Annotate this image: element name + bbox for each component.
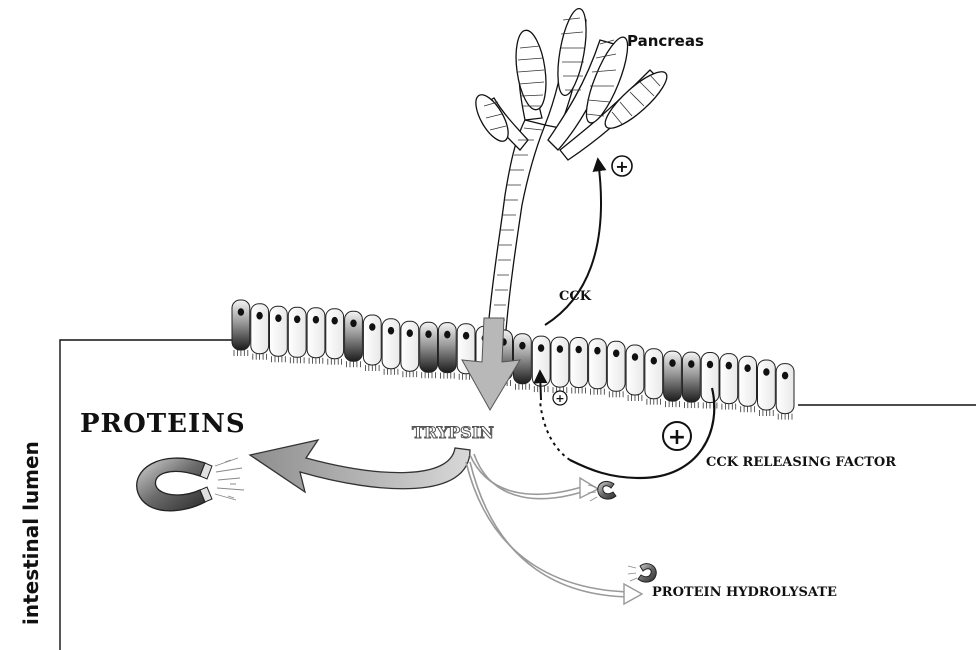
cell-nucleus	[294, 316, 300, 324]
enterocyte-cell	[551, 337, 569, 387]
protein-hydrolysate-label: PROTEIN HYDROLYSATE	[652, 585, 837, 600]
plus-circle-icon: +	[612, 156, 632, 176]
cell-nucleus	[594, 347, 600, 355]
enteroendocrine-cell	[232, 300, 250, 350]
releasing-factor-arrowhead-line	[540, 372, 541, 400]
plus-circle-small-icon: +	[553, 391, 567, 405]
hydrolysis-arrowhead-1	[580, 478, 598, 498]
enterocyte-cell	[401, 321, 419, 371]
epithelium-cells	[232, 300, 794, 414]
cell-nucleus	[332, 317, 338, 325]
cck-releasing-factor-label: CCK RELEASING FACTOR	[706, 455, 896, 470]
enterocyte-cell	[758, 360, 776, 410]
enteroendocrine-cell	[345, 311, 363, 361]
releasing-factor-dashed	[540, 400, 570, 460]
enterocyte-cell	[776, 364, 794, 414]
enteroendocrine-cell	[514, 334, 532, 384]
proteins-label: PROTEINS	[80, 409, 246, 439]
enterocyte-cell	[326, 309, 344, 359]
enterocyte-cell	[363, 315, 381, 365]
pancreas-illustration	[469, 7, 673, 330]
cell-nucleus	[632, 353, 638, 361]
cell-nucleus	[613, 350, 619, 358]
cell-nucleus	[726, 362, 732, 370]
trypsin-label: TRYPSIN	[412, 423, 494, 442]
trypsin-to-proteins-arrow	[250, 440, 470, 492]
cell-nucleus	[388, 327, 394, 335]
hydrolysis-arrowhead-2	[624, 584, 642, 604]
enterocyte-cell	[607, 341, 625, 391]
cell-nucleus	[707, 361, 713, 369]
enterocyte-cell	[739, 356, 757, 406]
enterocyte-cell	[288, 307, 306, 357]
enteroendocrine-cell	[664, 351, 682, 401]
intestinal-lumen-label: intestinal lumen	[19, 441, 43, 625]
enterocyte-cell	[645, 349, 663, 399]
cell-nucleus	[313, 316, 319, 324]
cell-nucleus	[407, 329, 413, 337]
plus-small-label: +	[555, 392, 564, 405]
cell-nucleus	[782, 372, 788, 380]
magnet-small-icon-2	[628, 564, 656, 582]
cell-nucleus	[350, 320, 356, 328]
cell-nucleus	[538, 344, 544, 352]
enteroendocrine-cell	[438, 323, 456, 373]
enterocyte-cell	[307, 308, 325, 358]
cell-nucleus	[688, 360, 694, 368]
enteroendocrine-cell	[682, 352, 700, 402]
plus-circle-large-icon: +	[663, 422, 691, 450]
cell-nucleus	[576, 346, 582, 354]
enterocyte-cell	[701, 353, 719, 403]
cell-nucleus	[763, 368, 769, 376]
hydrolysis-arrows	[466, 454, 630, 597]
enterocyte-cell	[270, 306, 288, 356]
cell-nucleus	[651, 357, 657, 365]
cell-nucleus	[425, 330, 431, 338]
enterocyte-cell	[720, 354, 738, 404]
enterocyte-cell	[251, 304, 269, 354]
cell-nucleus	[275, 314, 281, 322]
cell-nucleus	[369, 323, 375, 331]
enterocyte-cell	[570, 338, 588, 388]
enterocyte-cell	[382, 319, 400, 369]
cell-nucleus	[744, 364, 750, 372]
cell-nucleus	[669, 359, 675, 367]
magnet-icon	[137, 458, 244, 511]
plus-top-label: +	[615, 157, 628, 176]
cell-nucleus	[463, 332, 469, 340]
cck-label: CCK	[559, 289, 592, 304]
enterocyte-cell	[589, 339, 607, 389]
pancreas-label: Pancreas	[627, 32, 704, 50]
cell-nucleus	[238, 308, 244, 316]
cell-nucleus	[256, 312, 262, 320]
cell-nucleus	[557, 345, 563, 353]
enteroendocrine-cell	[420, 322, 438, 372]
cell-nucleus	[444, 331, 450, 339]
plus-big-label: +	[668, 425, 686, 450]
cell-nucleus	[519, 342, 525, 350]
enterocyte-cell	[626, 345, 644, 395]
